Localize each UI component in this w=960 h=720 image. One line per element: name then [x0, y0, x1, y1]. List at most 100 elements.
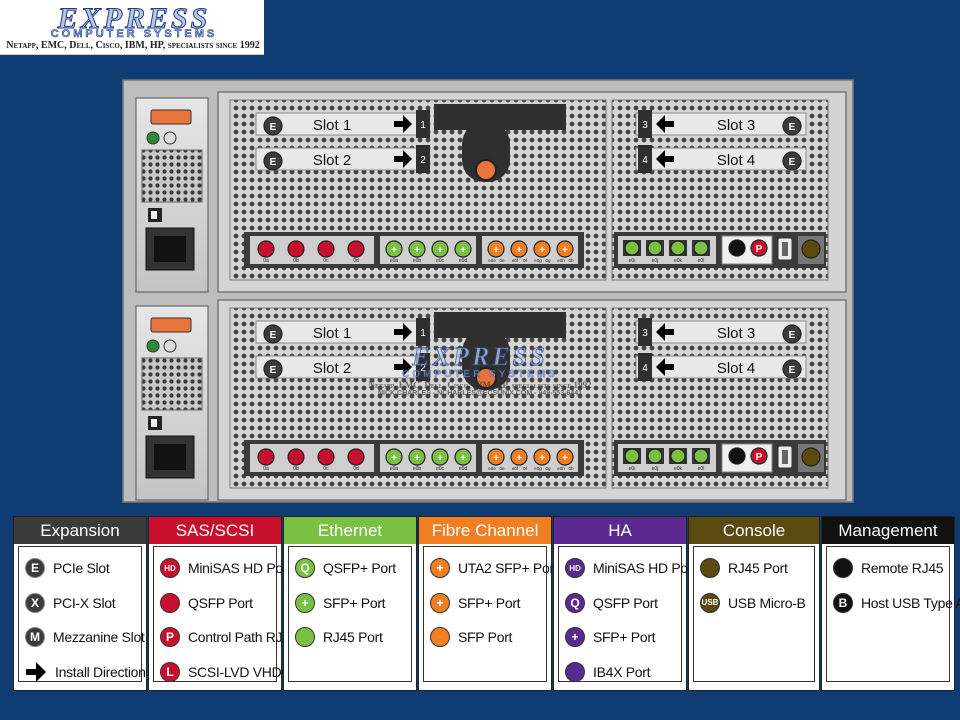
legend-symbol-icon: USB — [700, 592, 720, 613]
slot-number: 3 — [642, 120, 648, 131]
remote-rj45-port — [728, 239, 746, 257]
uta2-port-e0h-letter: + — [562, 453, 568, 464]
slot-label: Slot 3 — [717, 325, 755, 342]
eth-port-label: e0a — [390, 466, 399, 472]
eth-port-label: e0c — [436, 258, 445, 264]
psu-vent — [141, 149, 203, 203]
uta2-port-e0g-letter: + — [539, 453, 545, 464]
rj45-port-e0j — [647, 240, 663, 256]
remote-rj45-port — [728, 447, 746, 465]
pcie-slot-symbol-letter: E — [789, 330, 796, 341]
uta2-port-e0e — [487, 448, 505, 466]
host-usb-port-tongue — [782, 242, 788, 256]
uta2-port-label: 0e — [499, 258, 505, 263]
eth-port-e0c — [431, 240, 449, 258]
legend-label: RJ45 Port — [728, 560, 788, 577]
sas-port-0d — [347, 448, 365, 466]
psu-switch-rocker — [151, 211, 157, 219]
pcie-slot-symbol-letter: E — [789, 157, 796, 168]
legend-symbol-icon — [430, 627, 450, 648]
sas-port-label: 0c — [323, 466, 329, 472]
sas-port-label: 0a — [263, 466, 269, 472]
legend-item: RJ45 Port — [694, 551, 814, 586]
legend-label: Control Path RJ45 — [188, 629, 298, 646]
eth-port-e0b-letter: + — [414, 245, 420, 256]
sas-port-0c — [317, 448, 335, 466]
uta2-port-label: e0f — [512, 258, 519, 263]
install-direction-arrow — [656, 150, 674, 168]
legend-item: M Mezzanine Slot — [19, 620, 145, 655]
control-path-rj45 — [750, 239, 768, 257]
uta2-port-label: e0h — [557, 466, 565, 471]
legend-symbol-icon: + — [295, 592, 315, 613]
eth-port-e0c-letter: + — [437, 245, 443, 256]
legend-item: +SFP+ Port — [424, 586, 546, 621]
legend-label: Mezzanine Slot — [53, 629, 145, 646]
slot-label: Slot 1 — [313, 325, 351, 342]
center-latch — [462, 122, 510, 182]
sas-port-label: 0d — [353, 258, 359, 264]
slot-bracket — [638, 318, 652, 346]
uta2-port-e0h — [556, 448, 574, 466]
legend-item: SFP Port — [424, 620, 546, 655]
center-latch — [462, 330, 510, 390]
uta2-port-label: e0e — [488, 466, 496, 471]
legend-symbol-icon: P — [160, 627, 180, 648]
legend-symbol-icon: Q — [295, 558, 315, 579]
eth-port-e0d — [454, 448, 472, 466]
install-direction-arrow — [394, 358, 412, 376]
slot-bracket — [416, 145, 430, 173]
uta2-port-e0h-letter: + — [562, 245, 568, 256]
rj45-port-label: e0k — [674, 258, 683, 264]
control-path-rj45-letter: P — [756, 452, 763, 463]
pcie-slot-symbol-letter: E — [270, 365, 277, 376]
pcie-slot-symbol — [263, 324, 283, 344]
legend-item: RJ45 Port — [289, 620, 411, 655]
rj45-port-label: e0k — [674, 466, 683, 472]
host-usb-port-tongue — [782, 450, 788, 464]
uta2-port-label: 0f — [523, 466, 528, 471]
slot-number: 1 — [420, 328, 426, 339]
legend-symbol-icon: E — [25, 558, 45, 579]
legend-header: Console — [689, 517, 819, 544]
logo-subtitle: COMPUTER SYSTEMS — [50, 28, 218, 41]
legend-symbol-icon: + — [430, 558, 450, 579]
control-path-rj45 — [750, 447, 768, 465]
uta2-port-e0f-letter: + — [516, 245, 522, 256]
legend-label: IB4X Port — [593, 663, 651, 680]
psu-switch-rocker — [151, 419, 157, 427]
slot-label: Slot 4 — [717, 360, 755, 377]
legend-symbol-icon: M — [25, 627, 45, 648]
legend-label: QSFP Port — [593, 594, 658, 611]
uta2-port-label: e0e — [488, 258, 496, 263]
slot-bracket — [638, 353, 652, 381]
eth-port-e0c — [431, 448, 449, 466]
sas-port-label: 0a — [263, 258, 269, 264]
legend-label: SFP Port — [458, 629, 513, 646]
legend-item: QSFP Port — [154, 586, 276, 621]
legend-header: Fibre Channel — [419, 517, 551, 544]
psu-led-ok — [146, 339, 160, 353]
eth-port-label: e0b — [413, 258, 422, 264]
slot-label: Slot 4 — [717, 152, 755, 169]
legend-label: MiniSAS HD Port — [188, 560, 291, 577]
center-latch-knob — [475, 159, 497, 181]
logo-wordmark: EXPRESS — [57, 2, 211, 35]
psu-led-fault — [163, 339, 177, 353]
console-rj45-port — [801, 447, 821, 467]
psu-vent — [141, 357, 203, 411]
legend-item: +SFP+ Port — [559, 620, 681, 655]
uta2-port-e0f — [510, 448, 528, 466]
legend-label: PCIe Slot — [53, 560, 110, 577]
